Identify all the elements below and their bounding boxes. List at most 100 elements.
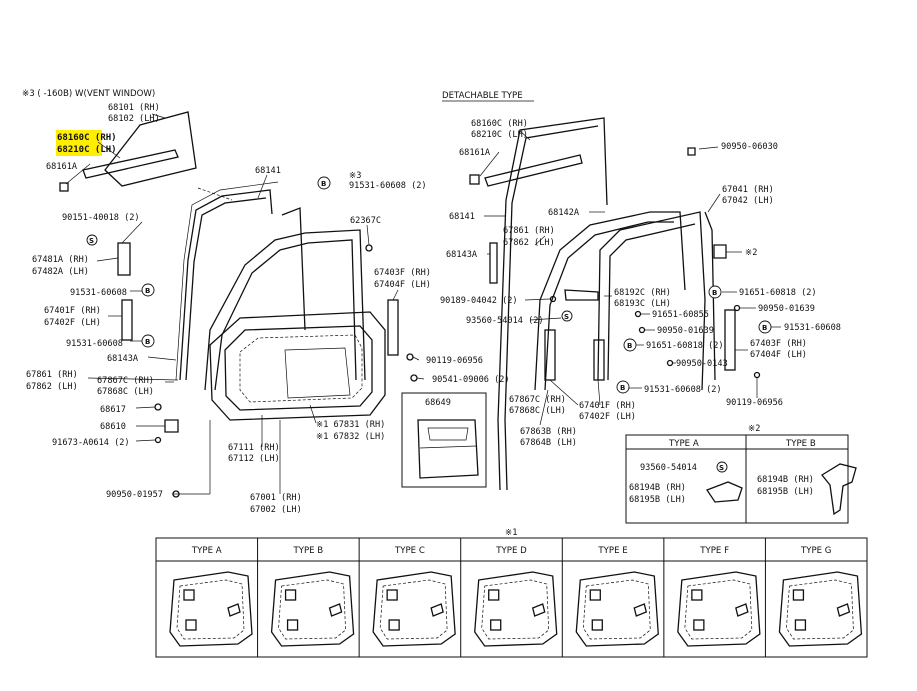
door-panel-inner	[224, 325, 373, 411]
trim-cutout	[735, 603, 749, 617]
door-service-hole-outline	[239, 334, 363, 403]
door-trim-sketch	[270, 571, 355, 647]
r-screw-90119	[753, 371, 761, 379]
type-b-rh: 68194B (RH)	[757, 475, 814, 485]
vent-window-channel	[82, 149, 179, 179]
r-label-68210c: 68210C (LH)	[471, 130, 528, 140]
r-vent-channel	[484, 154, 583, 187]
label-62367c: 62367C	[350, 216, 381, 226]
label-68617: 68617	[100, 405, 126, 415]
part-67403f-channel	[387, 299, 399, 356]
r-b-symbol-4-text: B	[620, 384, 625, 392]
r-part-67403f-channel	[724, 309, 736, 371]
door-frame-inner	[214, 239, 357, 391]
r-label-68142a: 68142A	[548, 208, 580, 218]
r-label-90950-01639a: 90950-01639	[758, 304, 815, 314]
r-label-91651-2: 91651-60818 (2)	[739, 288, 817, 298]
type-a-screw-label: 93560-54014	[640, 463, 697, 473]
part-68161a-clip	[59, 182, 69, 192]
r-part-90950-06030	[687, 147, 696, 156]
door-panel	[209, 311, 386, 421]
vent-window-glass	[104, 111, 197, 187]
label-67401f: 67401F (RH)	[44, 306, 101, 316]
r-s-symbol-1-text: S	[564, 313, 569, 321]
door-trim-inner-sketch	[684, 579, 753, 640]
label-67001: 67001 (RH)	[250, 493, 302, 503]
window-frame-inner	[185, 197, 267, 381]
type-a-s-symbol	[716, 461, 728, 473]
trim-cutout	[591, 619, 603, 631]
trim-cutout	[794, 619, 807, 631]
trim-cutout	[386, 589, 398, 601]
r-b-symbol-3-text: B	[627, 342, 632, 350]
r-label-67401f: 67401F (RH)	[579, 401, 636, 411]
door-trim-sketch	[169, 571, 253, 647]
door-weatherstrip	[175, 181, 279, 381]
r-screw-90950-01639b	[638, 326, 646, 334]
r-part-68143a	[489, 242, 498, 284]
label-68160c: 68160C (RH)	[57, 133, 117, 143]
door-trim-sketch	[474, 571, 558, 647]
door-trim-sketch	[677, 571, 761, 647]
label-90950-01957: 90950-01957	[106, 490, 163, 500]
r-label-93560: 93560-54014 (2)	[466, 316, 544, 326]
label-68161a: 68161A	[46, 162, 78, 172]
door-trim-inner-sketch	[481, 579, 550, 640]
vent-window-note: ※3 ( -160B) W(VENT WINDOW)	[22, 89, 155, 99]
r-label-68160c: 68160C (RH)	[471, 119, 528, 129]
trim-cutout	[328, 603, 343, 617]
r-label-67862: 67862 (LH)	[503, 238, 555, 248]
s-symbol-1-text: S	[89, 237, 94, 245]
label-91673: 91673-A0614 (2)	[52, 438, 130, 448]
trim-cutout	[227, 603, 241, 617]
part-90541-screw	[410, 374, 418, 382]
door-trim-inner-sketch	[786, 579, 854, 640]
label-68141: 68141	[255, 166, 281, 176]
trim-cutout	[183, 589, 195, 601]
label-90119-a: 90119-06956	[426, 356, 483, 366]
label-67404f: 67404F (LH)	[374, 280, 431, 290]
label-67861: 67861 (RH)	[26, 370, 78, 380]
r-label-90950-01639b: 90950-01639	[657, 326, 714, 336]
trim-cutout	[286, 619, 299, 631]
part-68649-flap	[427, 427, 469, 441]
label-67862: 67862 (LH)	[26, 382, 78, 392]
r-label-68143a: 68143A	[446, 250, 478, 260]
label-68102: 68102 (LH)	[108, 114, 160, 124]
label-67831: ※1 67831 (RH)	[316, 420, 385, 430]
trim-cutout	[693, 619, 705, 631]
r-label-90950-06030: 90950-06030	[721, 142, 778, 152]
trim-cutout	[388, 619, 400, 631]
r-label-68161a: 68161A	[459, 148, 491, 158]
r-screw-90950-0143	[666, 359, 674, 367]
r-label-67402f: 67402F (LH)	[579, 412, 636, 422]
part-62367c	[365, 244, 373, 252]
type-a-s-text: S	[719, 464, 724, 472]
r-label-67404f: 67404F (LH)	[750, 350, 807, 360]
r-label-91651: 91651-60855	[652, 310, 709, 320]
r-part-67401f-channel	[593, 339, 605, 381]
table-header-type: TYPE B	[292, 546, 323, 556]
door-trim-sketch	[778, 571, 863, 647]
part-90119-screw	[406, 353, 414, 361]
door-trim-inner-sketch	[278, 579, 346, 640]
part-67401f-channel	[121, 299, 133, 341]
r-label-67867c: 67867C (RH)	[509, 395, 566, 405]
label-ref3: ※3	[349, 171, 361, 181]
r-label-67041: 67041 (RH)	[722, 185, 774, 195]
trim-cutout	[185, 619, 197, 631]
trim-cutout	[589, 589, 601, 601]
label-67111: 67111 (RH)	[228, 443, 280, 453]
highlight-box	[56, 130, 102, 156]
table-header-type: TYPE F	[699, 546, 729, 556]
label-91531-b: 91531-60608	[66, 339, 123, 349]
r-label-67864b: 67864B (LH)	[520, 438, 577, 448]
trim-cutout	[792, 589, 805, 601]
r-label-67863b: 67863B (RH)	[520, 427, 577, 437]
table-header-type: TYPE A	[191, 546, 222, 556]
trim-cutout	[284, 589, 297, 601]
detachable-type-title: DETACHABLE TYPE	[442, 91, 523, 101]
r-label-68141: 68141	[449, 212, 475, 222]
r-b-symbol-1	[708, 285, 722, 299]
